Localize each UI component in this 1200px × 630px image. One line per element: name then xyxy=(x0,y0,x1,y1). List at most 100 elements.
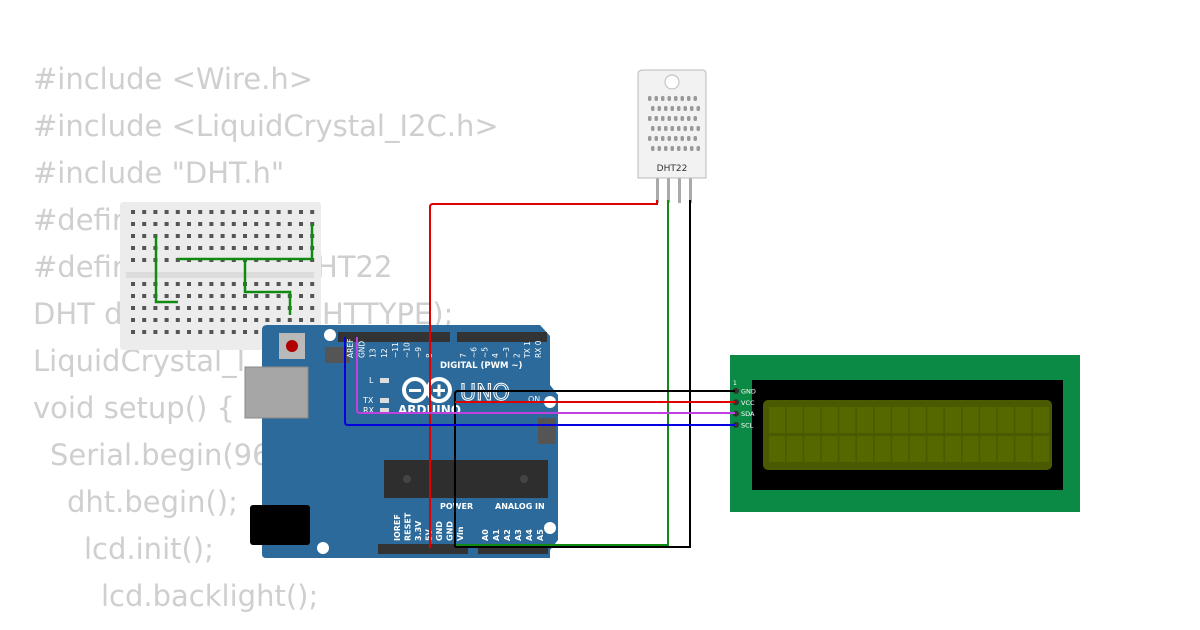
digital-pin-label: 13 xyxy=(369,348,378,358)
lcd-char-cell xyxy=(821,436,838,462)
dht-vent xyxy=(648,136,652,141)
lcd-pin[interactable] xyxy=(733,388,739,394)
breadboard-hole xyxy=(265,234,270,238)
code-line: #defir xyxy=(33,250,124,284)
breadboard[interactable] xyxy=(120,202,321,350)
breadboard-hole xyxy=(231,222,236,226)
dht-vent xyxy=(661,136,665,141)
dht-vent xyxy=(690,146,694,151)
lcd-pin-label: GND xyxy=(741,388,756,396)
breadboard-hole xyxy=(243,246,247,250)
lcd-char-cell xyxy=(997,436,1014,462)
header-analog xyxy=(478,544,548,554)
code-line-tail: HT22 xyxy=(316,250,393,284)
led-icon xyxy=(380,398,389,403)
breadboard-hole xyxy=(175,318,180,322)
breadboard-hole xyxy=(153,210,158,214)
lcd-char-cell xyxy=(962,436,979,462)
wires xyxy=(344,200,735,548)
power-pin-label: Vin xyxy=(456,526,465,541)
breadboard-hole xyxy=(153,222,158,226)
breadboard-hole xyxy=(299,246,303,250)
breadboard-hole xyxy=(231,234,236,238)
breadboard-hole xyxy=(164,234,169,238)
breadboard-hole xyxy=(142,222,147,226)
digital-pin-label: ~6 xyxy=(470,347,479,358)
arduino-uno[interactable]: ARDUINO UNO DIGITAL (PWM ~) POWER ANALOG… xyxy=(244,325,558,558)
lcd-char-cell xyxy=(786,407,803,433)
lcd-pin[interactable] xyxy=(733,421,739,428)
dht-vent xyxy=(683,106,687,111)
breadboard-hole xyxy=(175,234,180,238)
breadboard-hole xyxy=(254,222,259,226)
analog-pin-label: A1 xyxy=(492,529,501,541)
lcd-char-cell xyxy=(892,436,909,462)
lcd-char-cell xyxy=(892,407,909,433)
dht22-sensor[interactable]: DHT22 xyxy=(637,69,707,203)
led-label: TX xyxy=(362,396,374,405)
breadboard-hole xyxy=(198,306,203,310)
dht-vent xyxy=(677,106,681,111)
breadboard-hole xyxy=(198,222,203,226)
lcd-char-cell xyxy=(1033,407,1049,433)
code-line: #include <Wire.h> xyxy=(33,62,314,96)
breadboard-hole xyxy=(198,318,203,322)
breadboard-hole xyxy=(231,210,236,214)
lcd-char-cell xyxy=(945,407,961,433)
breadboard-hole xyxy=(265,294,270,298)
dht-vent xyxy=(670,146,674,151)
breadboard-hole xyxy=(142,306,147,310)
breadboard-hole xyxy=(187,210,191,214)
breadboard-hole xyxy=(265,246,270,250)
breadboard-hole xyxy=(187,318,191,322)
digital-label: DIGITAL (PWM ~) xyxy=(440,361,522,371)
dht-vent xyxy=(667,136,671,141)
led-icon xyxy=(380,378,389,383)
breadboard-hole xyxy=(175,210,180,214)
dht-vent xyxy=(651,146,655,151)
breadboard-hole xyxy=(198,330,203,334)
lcd-char-cell xyxy=(980,436,997,462)
breadboard-hole xyxy=(142,234,147,238)
breadboard-hole xyxy=(310,306,315,310)
lcd-pin[interactable] xyxy=(733,399,739,406)
code-line: #defir xyxy=(33,203,124,237)
breadboard-hole xyxy=(243,210,247,214)
breadboard-hole xyxy=(276,294,281,298)
breadboard-hole xyxy=(299,294,303,298)
dht-vent xyxy=(683,146,687,151)
code-line: void setup() { xyxy=(33,391,235,425)
dht-vent xyxy=(657,146,661,151)
dht-vent xyxy=(654,116,658,121)
analog-label: ANALOG IN xyxy=(495,502,545,511)
breadboard-hole xyxy=(220,318,225,322)
breadboard-hole xyxy=(220,282,225,286)
breadboard-hole xyxy=(209,210,214,214)
lcd-char-cell xyxy=(874,407,891,433)
lcd-char-cell xyxy=(804,436,821,462)
breadboard-hole xyxy=(243,330,247,334)
breadboard-hole xyxy=(198,234,203,238)
breadboard-hole xyxy=(175,294,180,298)
dht-vent xyxy=(696,126,700,131)
breadboard-hole xyxy=(164,318,169,322)
breadboard-hole xyxy=(220,306,225,310)
dht-vent xyxy=(648,116,652,121)
breadboard-hole xyxy=(142,294,147,298)
breadboard-hole xyxy=(187,294,191,298)
breadboard-hole xyxy=(142,318,147,322)
lcd-char-cell xyxy=(909,407,926,433)
breadboard-hole xyxy=(231,318,236,322)
breadboard-hole xyxy=(187,234,191,238)
wire-dht-vcc xyxy=(429,200,658,548)
breadboard-hole xyxy=(209,282,214,286)
digital-pin-label: ~3 xyxy=(502,347,511,358)
breadboard-hole xyxy=(175,306,180,310)
wire-dht-data xyxy=(455,200,669,546)
breadboard-hole xyxy=(142,282,147,286)
breadboard-hole xyxy=(265,222,270,226)
lcd-char-cell xyxy=(839,436,856,462)
power-pin-label: IOREF xyxy=(393,514,402,541)
